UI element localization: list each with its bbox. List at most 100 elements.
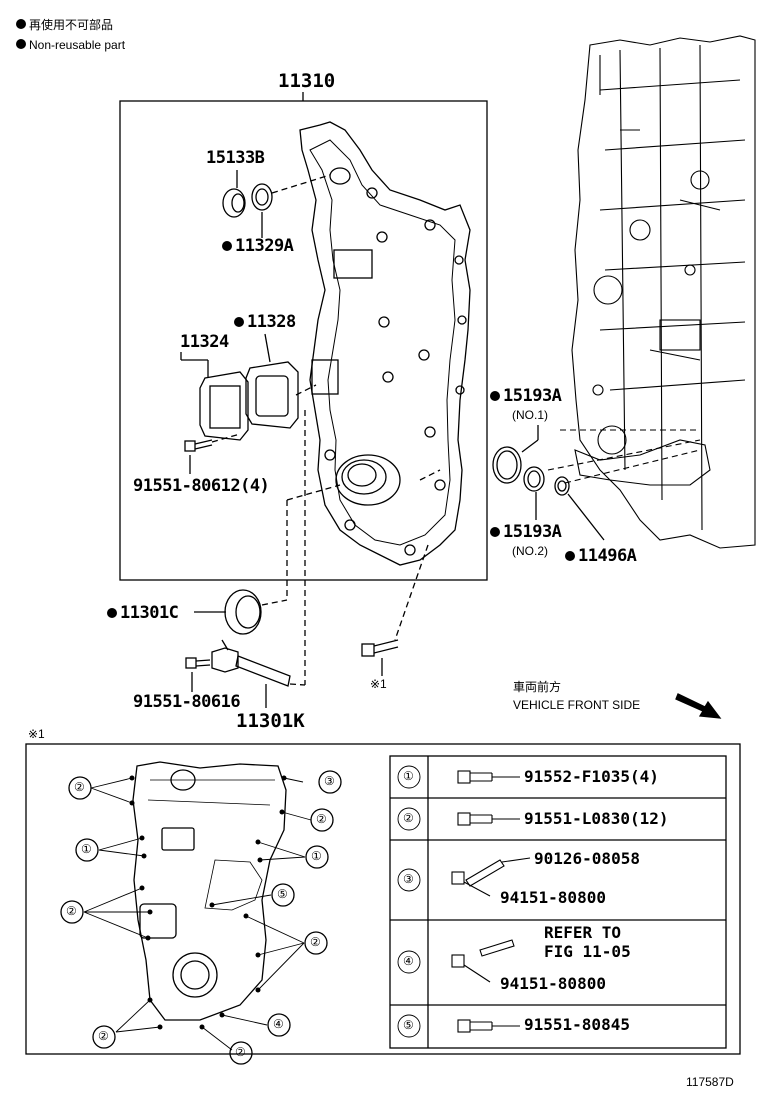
bolt-91551-80612-drawing	[184, 439, 213, 452]
label-15133b: 15133B	[206, 148, 265, 168]
label-11328-text: 11328	[247, 312, 296, 332]
table-row-5-part: 91551-80845	[524, 1015, 630, 1034]
label-11496a-text: 11496A	[578, 546, 637, 566]
table-row-4-ref-a: REFER TO	[544, 923, 622, 942]
non-reusable-icon	[234, 317, 244, 327]
detail-callout-2	[304, 931, 328, 955]
table-row-4-num: ④	[403, 954, 414, 968]
vehicle-front-arrow-icon	[675, 693, 722, 719]
detail-callout-text: ③	[324, 774, 335, 788]
callout-3-label: ③	[324, 774, 335, 788]
detail-callout-3	[318, 770, 342, 794]
table-row-1-num: ①	[403, 769, 414, 783]
cover-assembly-frame	[119, 100, 488, 581]
detail-callout-1	[305, 845, 329, 869]
table-bolt-icons	[451, 770, 531, 1033]
callout-2-label: ②	[310, 935, 321, 949]
bolt-91551-80616-drawing	[185, 657, 211, 669]
detail-frame	[25, 743, 741, 1055]
non-reusable-icon	[222, 241, 232, 251]
table-row-4-ref-b: FIG 11-05	[544, 942, 631, 961]
legend-en-text: Non-reusable part	[29, 38, 126, 52]
sensor-11301k-drawing	[211, 639, 291, 687]
table-row-3-num: ③	[403, 872, 414, 886]
detail-callout-2	[310, 808, 334, 832]
detail-callout-text: ②	[66, 904, 77, 918]
detail-callout-4	[267, 1013, 291, 1037]
legend-jp-text: 再使用不可部品	[29, 18, 114, 32]
label-11329a-text: 11329A	[235, 236, 294, 256]
detail-callout-text: ①	[81, 842, 92, 856]
callout-2-label: ②	[66, 904, 77, 918]
callout-2-label: ②	[316, 812, 327, 826]
callout-1-label: ①	[311, 849, 322, 863]
oring-15193a-no1-drawing	[492, 446, 522, 484]
label-no1: (NO.1)	[512, 408, 548, 422]
seal-11329a-drawing	[251, 183, 273, 211]
label-11324: 11324	[180, 332, 229, 352]
detail-title: ※1	[28, 727, 45, 741]
table-row-1-part: 91552-F1035(4)	[524, 767, 659, 786]
label-no2: (NO.2)	[512, 544, 548, 558]
table-row-4-part: 94151-80800	[500, 974, 606, 993]
table-row-3-part-b: 94151-80800	[500, 888, 606, 907]
table-row-2-num: ②	[403, 811, 414, 825]
direction-jp: 車両前方	[513, 680, 562, 694]
detail-callout-text: ④	[273, 1017, 284, 1031]
cover-plate-11324-drawing	[199, 371, 249, 441]
bolt-table-grid	[389, 755, 727, 1049]
detail-callout-text: ②	[98, 1029, 109, 1043]
detail-callout-5	[271, 883, 295, 907]
detail-callout-text: ②	[74, 780, 85, 794]
callout-2-label: ②	[98, 1029, 109, 1043]
callout-2-label: ②	[74, 780, 85, 794]
bullet-icon	[16, 39, 26, 49]
table-row-2-part: 91551-L0830(12)	[524, 809, 669, 828]
detail-callout-2	[229, 1041, 253, 1065]
detail-cover-outline	[132, 761, 287, 1021]
non-reusable-icon	[490, 391, 500, 401]
label-15193a-no2-text: 15193A	[503, 522, 562, 542]
oring-15193a-no2-drawing	[523, 466, 545, 492]
bullet-icon	[16, 19, 26, 29]
label-91551-80612: 91551-80612(4)	[133, 476, 270, 496]
label-11496a: 11496A	[565, 546, 637, 566]
label-11301c: 11301C	[107, 603, 179, 623]
label-11301k: 11301K	[236, 710, 305, 732]
direction-en: VEHICLE FRONT SIDE	[513, 698, 641, 712]
detail-callout-text: ②	[310, 935, 321, 949]
callout-1-label: ①	[81, 842, 92, 856]
non-reusable-icon	[490, 527, 500, 537]
oil-seal-11301c-drawing	[224, 589, 262, 635]
label-11301c-text: 11301C	[120, 603, 179, 623]
label-15193a-no1: 15193A	[490, 386, 562, 406]
oring-11496a-drawing	[554, 476, 570, 496]
detail-callout-text: ②	[316, 812, 327, 826]
plug-15133b-drawing	[222, 188, 246, 218]
gasket-11328-drawing	[245, 361, 299, 429]
legend-jp: 再使用不可部品	[16, 16, 113, 33]
label-ref-mark: ※1	[370, 677, 387, 691]
non-reusable-icon	[565, 551, 575, 561]
callout-5-label: ⑤	[277, 887, 288, 901]
detail-callout-2	[68, 776, 92, 800]
non-reusable-icon	[107, 608, 117, 618]
pump-housing-outer	[335, 454, 401, 506]
bolt-ref-drawing	[361, 639, 399, 657]
label-11329a: 11329A	[222, 236, 294, 256]
label-11328: 11328	[234, 312, 296, 332]
table-row-5-num: ⑤	[403, 1018, 414, 1032]
label-15193a-no2: 15193A	[490, 522, 562, 542]
table-row-3-part-a: 90126-08058	[534, 849, 640, 868]
detail-callout-text: ⑤	[277, 887, 288, 901]
label-91551-80616: 91551-80616	[133, 692, 241, 712]
callout-4-label: ④	[273, 1017, 284, 1031]
detail-callout-1	[75, 838, 99, 862]
label-15193a-no1-text: 15193A	[503, 386, 562, 406]
detail-callout-text: ②	[235, 1045, 246, 1059]
timing-cover-drawing	[299, 121, 471, 566]
detail-callout-2	[92, 1025, 116, 1049]
figure-id: 117587D	[686, 1075, 734, 1089]
detail-callout-text: ①	[311, 849, 322, 863]
